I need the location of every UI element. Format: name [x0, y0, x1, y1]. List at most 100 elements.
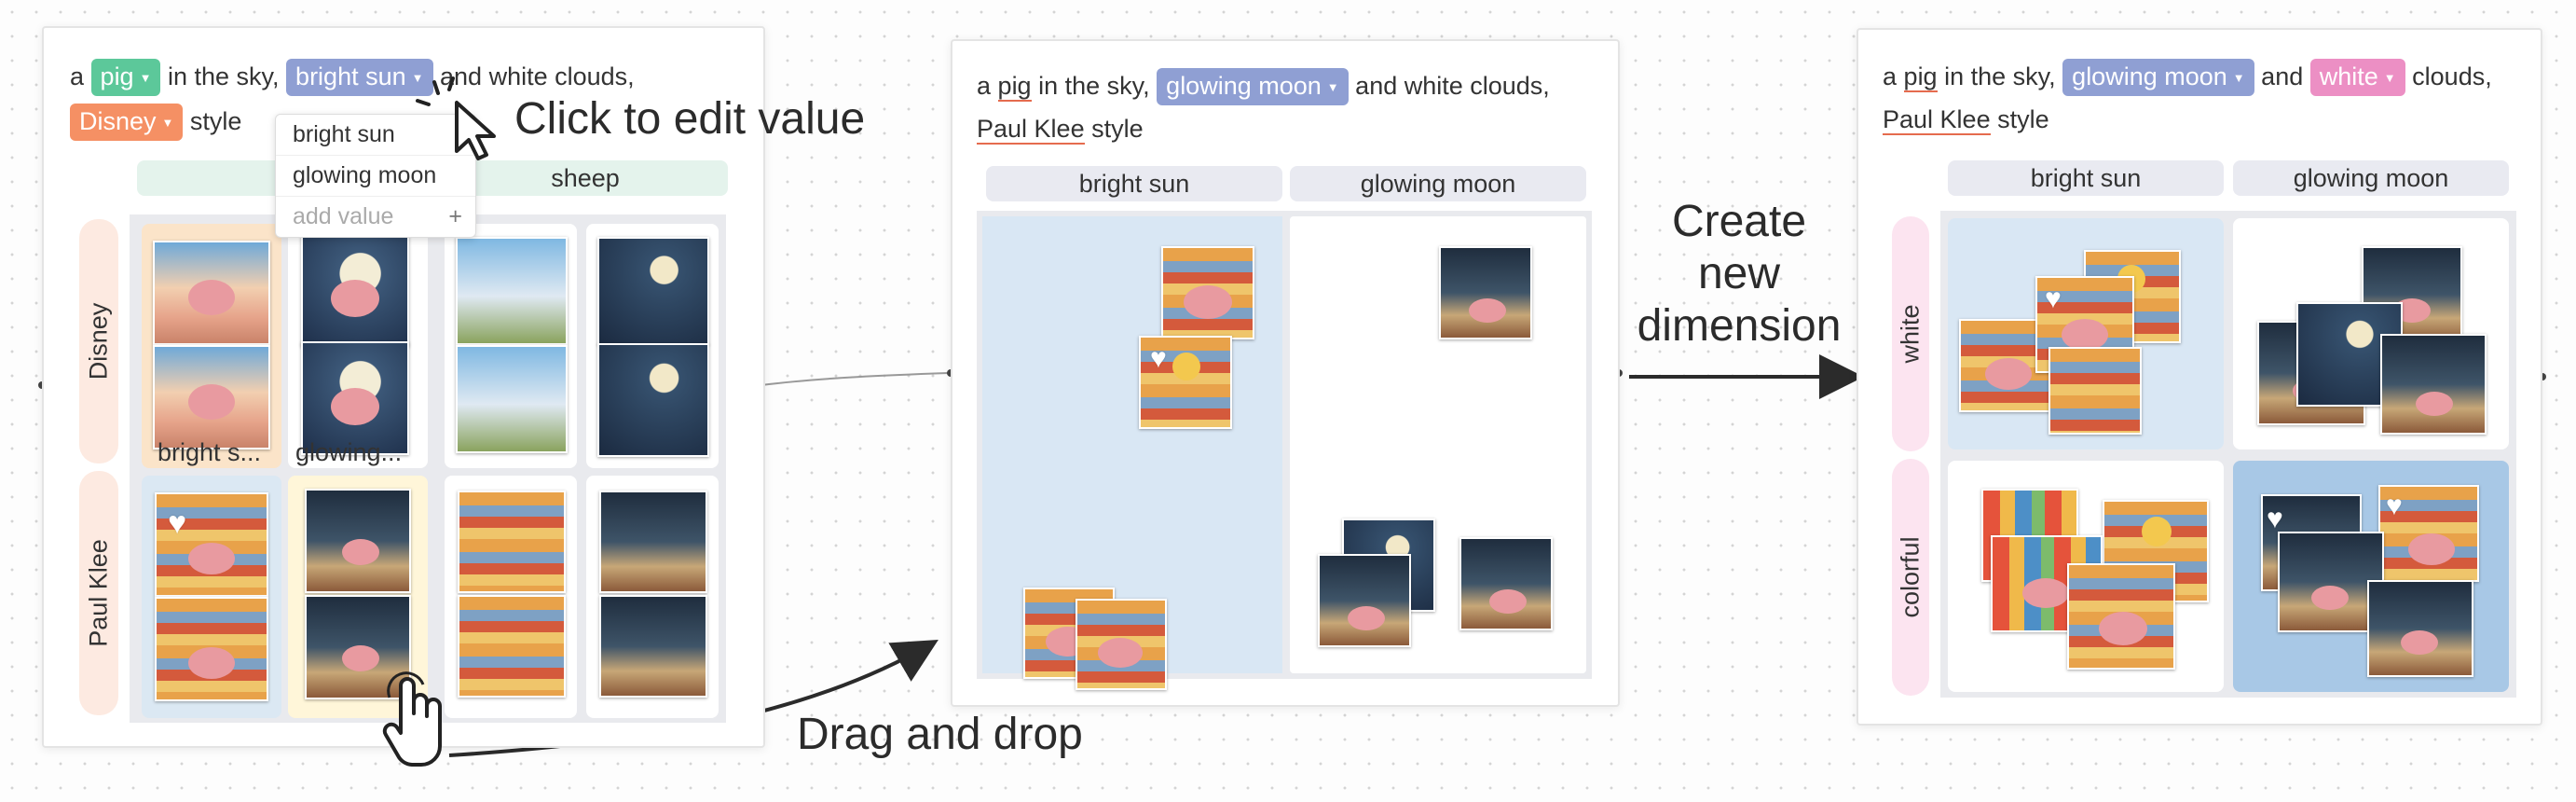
image-thumbnail[interactable] [1439, 246, 1532, 339]
favorite-heart-icon[interactable]: ♥ [2386, 491, 2403, 521]
image-thumbnail[interactable] [597, 343, 709, 457]
prompt-text: in the sky, [1944, 62, 2056, 90]
prompt-text: and [2261, 62, 2304, 90]
favorite-heart-icon[interactable]: ♥ [1150, 343, 1167, 374]
image-thumbnail[interactable] [2067, 563, 2175, 670]
cell-disney-sheep-a[interactable] [445, 224, 577, 468]
image-thumbnail[interactable] [599, 491, 707, 593]
image-thumbnail[interactable] [1318, 554, 1411, 647]
prompt-text: in the sky, [167, 62, 280, 90]
image-thumbnail[interactable] [597, 237, 709, 345]
menu-item-add-value[interactable]: add value + [276, 196, 475, 237]
prompt-line-1: a pig in the sky, glowing moon▼ and whit… [1883, 54, 2492, 99]
cell-colorful-glowing-moon[interactable]: ♥ ♥ [2233, 461, 2509, 692]
panel-two-dimension-grid: a pig in the sky, glowing moon▼ and whit… [1857, 28, 2542, 726]
chip-pig[interactable]: pig▼ [90, 59, 161, 96]
prompt-text: style [1091, 115, 1144, 143]
chip-bright-sun[interactable]: bright sun ▼ [286, 59, 433, 96]
chevron-down-icon: ▼ [411, 70, 424, 85]
prompt-dimension-text[interactable]: pig [997, 72, 1032, 102]
image-thumbnail[interactable] [2048, 347, 2142, 435]
add-value-placeholder: add value [293, 203, 394, 229]
chevron-down-icon: ▼ [2383, 70, 2396, 85]
image-thumbnail[interactable] [305, 595, 411, 699]
cell-disney-pig-glowing-moon[interactable] [288, 224, 428, 468]
prompt-text: style [1997, 105, 2049, 133]
prompt-text: and white clouds, [440, 62, 635, 90]
favorite-heart-icon[interactable]: ♥ [2045, 283, 2062, 314]
row-header-disney[interactable]: Disney [79, 219, 118, 463]
chevron-down-icon: ▼ [161, 115, 174, 130]
prompt-text: style [189, 107, 242, 135]
column-header-bright-sun[interactable]: bright sun [986, 166, 1282, 201]
cell-colorful-bright-sun[interactable] [1948, 461, 2224, 692]
chip-disney[interactable]: Disney▼ [70, 104, 184, 141]
image-thumbnail[interactable] [1459, 537, 1553, 630]
image-thumbnail[interactable] [301, 341, 409, 455]
column-header-glowing-moon[interactable]: glowing moon [1290, 166, 1586, 201]
image-thumbnail[interactable] [456, 345, 568, 453]
image-thumbnail[interactable] [2278, 532, 2384, 632]
image-thumbnail[interactable] [458, 595, 566, 698]
prompt-dimension-text[interactable]: pig [1903, 62, 1938, 92]
cell-klee-sheep-a[interactable] [445, 476, 577, 718]
image-thumbnail[interactable] [1161, 246, 1254, 339]
favorite-heart-icon[interactable]: ♥ [168, 505, 187, 541]
image-thumbnail[interactable] [2380, 334, 2487, 435]
cell-klee-pig-bright-sun[interactable]: ♥ [142, 476, 281, 718]
cell-white-bright-sun[interactable]: ♥ [1948, 218, 2224, 449]
panel-canvas-layout: a pig in the sky, glowing moon▼ and whit… [951, 39, 1620, 707]
cell-klee-sheep-b[interactable] [586, 476, 719, 718]
image-thumbnail[interactable] [155, 492, 268, 597]
annotation-line: Create [1671, 197, 1807, 246]
annotation-click-to-edit: Click to edit value [514, 94, 866, 144]
menu-item-glowing-moon[interactable]: glowing moon [276, 155, 475, 196]
row-header-white[interactable]: white [1892, 216, 1929, 451]
prompt-text: clouds, [2412, 62, 2492, 90]
image-thumbnail[interactable] [153, 345, 270, 449]
prompt-text: a [1883, 62, 1898, 90]
prompt-dimension-text[interactable]: Paul Klee [1883, 105, 1991, 135]
prompt-text: a [977, 72, 992, 100]
image-thumbnail[interactable] [305, 489, 411, 593]
prompt-dimension-text[interactable]: Paul Klee [977, 115, 1085, 145]
chip-glowing-moon[interactable]: glowing moon▼ [2062, 59, 2254, 96]
thumbnail-caption: bright s... [158, 438, 262, 466]
image-thumbnail[interactable] [1076, 599, 1167, 690]
cell-klee-pig-glowing-moon[interactable] [288, 476, 428, 718]
image-thumbnail[interactable] [1139, 336, 1232, 429]
column-header-sheep[interactable]: sheep [443, 160, 728, 196]
prompt-line-2: Paul Klee style [1883, 97, 2049, 142]
panel-grid-editor: a pig▼ in the sky, bright sun▼ and white… [42, 26, 765, 748]
row-header-paul-klee[interactable]: Paul Klee [79, 471, 118, 715]
chip-glowing-moon[interactable]: glowing moon▼ [1157, 68, 1349, 105]
prompt-text: in the sky, [1038, 72, 1150, 100]
menu-item-bright-sun[interactable]: bright sun [293, 121, 395, 147]
chip-label: glowing moon [1166, 72, 1322, 100]
image-thumbnail[interactable] [153, 241, 270, 345]
column-header-glowing-moon[interactable]: glowing moon [2233, 160, 2509, 196]
canvas-column-glowing-moon[interactable] [1290, 216, 1586, 673]
annotation-create-new-dimension: Create new dimension [1629, 196, 1849, 353]
canvas-column-bright-sun[interactable]: ♥ [982, 216, 1282, 690]
chip-white[interactable]: white ▼ [2309, 59, 2405, 96]
image-thumbnail[interactable] [456, 237, 568, 345]
prompt-line-2: Paul Klee style [977, 106, 1144, 151]
favorite-heart-icon[interactable]: ♥ [2267, 504, 2283, 534]
annotation-line: new [1697, 249, 1781, 298]
row-header-colorful[interactable]: colorful [1892, 459, 1929, 696]
image-thumbnail[interactable] [458, 491, 566, 593]
image-thumbnail[interactable] [301, 233, 409, 347]
chip-label: white [2319, 62, 2378, 90]
chevron-down-icon: ▼ [2232, 70, 2245, 85]
chevron-down-icon: ▼ [139, 70, 152, 85]
image-thumbnail[interactable] [155, 597, 268, 701]
chip-label: bright sun [295, 62, 406, 90]
cell-disney-sheep-b[interactable] [586, 224, 719, 468]
cell-disney-pig-bright-sun[interactable] [142, 224, 281, 468]
image-thumbnail[interactable] [2367, 580, 2473, 677]
column-header-bright-sun[interactable]: bright sun [1948, 160, 2224, 196]
cell-white-glowing-moon[interactable] [2233, 218, 2509, 449]
image-thumbnail[interactable] [599, 595, 707, 698]
annotation-drag-and-drop: Drag and drop [797, 710, 1083, 759]
